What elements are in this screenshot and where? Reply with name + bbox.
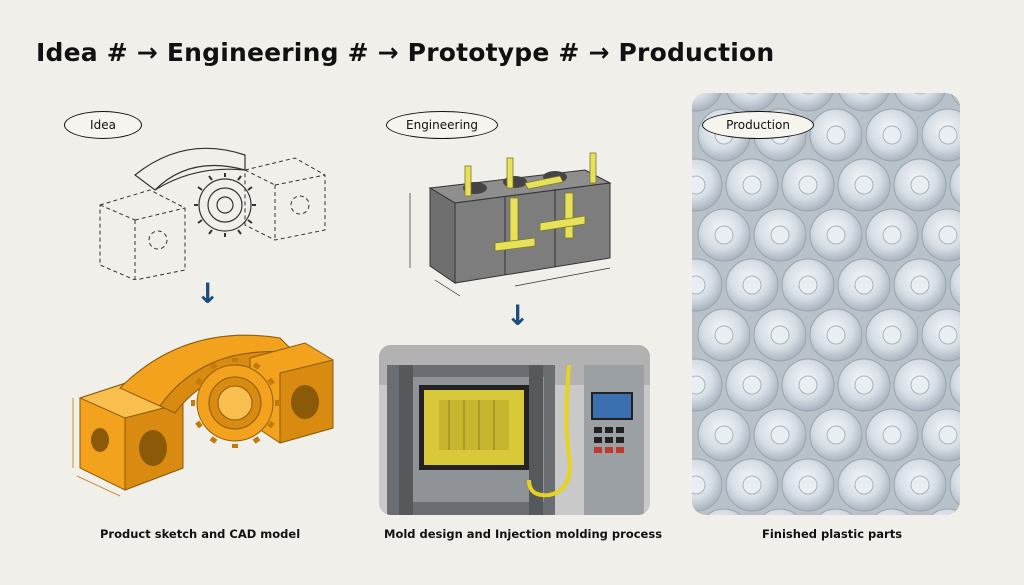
idea-label: Idea: [64, 111, 142, 139]
idea-sketch-drawing: [95, 130, 335, 280]
plastic-part-center: [714, 225, 734, 245]
engineering-caption: Mold design and Injection molding proces…: [384, 527, 663, 541]
plastic-part: [838, 93, 890, 112]
plastic-part: [692, 93, 722, 112]
plastic-part-center: [714, 325, 734, 345]
production-caption: Finished plastic parts: [762, 527, 903, 541]
plastic-part-center: [798, 475, 818, 495]
plastic-part-center: [826, 425, 846, 445]
production-label-text: Production: [726, 118, 790, 132]
page-title: Idea # → Engineering # → Prototype # → P…: [36, 38, 775, 67]
finished-plastic-parts-photo: [692, 93, 960, 515]
plastic-part-center: [826, 225, 846, 245]
idea-down-arrow: ↓: [196, 277, 220, 310]
plastic-part-center: [798, 175, 818, 195]
plastic-part: [818, 508, 854, 515]
plastic-part-center: [854, 475, 874, 495]
plastic-part: [949, 363, 960, 407]
plastic-part-center: [938, 225, 958, 245]
plastic-part: [874, 508, 910, 515]
production-label: Production: [702, 111, 814, 139]
plastic-part-center: [802, 93, 814, 95]
plastic-part-center: [938, 425, 958, 445]
idea-label-text: Idea: [90, 118, 116, 132]
engineering-label-text: Engineering: [406, 118, 478, 132]
plastic-part-center: [798, 275, 818, 295]
plastic-part-center: [854, 175, 874, 195]
plastic-part-center: [910, 375, 930, 395]
plastic-part-center: [826, 325, 846, 345]
plastic-part-center: [914, 93, 926, 95]
plastic-part: [762, 508, 798, 515]
plastic-part: [782, 93, 834, 112]
plastic-part-center: [742, 175, 762, 195]
plastic-part: [692, 158, 723, 212]
plastic-part-center: [882, 225, 902, 245]
plastic-part-center: [910, 175, 930, 195]
plastic-part-center: [692, 175, 706, 195]
plastic-part: [949, 263, 960, 307]
plastic-part-center: [692, 275, 706, 295]
engineering-label: Engineering: [386, 111, 498, 139]
plastic-part-center: [692, 375, 706, 395]
plastic-part-center: [742, 475, 762, 495]
plastic-part-center: [858, 93, 870, 95]
plastic-part-center: [742, 375, 762, 395]
idea-caption: Product sketch and CAD model: [100, 527, 301, 541]
plastic-part: [692, 358, 723, 412]
plastic-part: [692, 458, 723, 512]
plastic-part-center: [692, 475, 706, 495]
plastic-part-center: [714, 425, 734, 445]
plastic-part-center: [742, 275, 762, 295]
plastic-part-center: [938, 125, 958, 145]
plastic-part: [949, 463, 960, 507]
idea-cad-model: [65, 318, 340, 498]
plastic-part-center: [882, 425, 902, 445]
plastic-part: [894, 93, 946, 112]
plastic-part-center: [910, 275, 930, 295]
plastic-part-center: [938, 325, 958, 345]
plastic-part-center: [798, 375, 818, 395]
plastic-part: [692, 258, 723, 312]
plastic-part-center: [854, 375, 874, 395]
injection-molding-machine-photo: [379, 345, 650, 515]
plastic-part-center: [770, 425, 790, 445]
plastic-part-center: [746, 93, 758, 95]
engineering-mold-drawing: [395, 148, 625, 298]
plastic-part-center: [854, 275, 874, 295]
plastic-part-center: [882, 325, 902, 345]
engineering-down-arrow: ↓: [506, 299, 530, 332]
plastic-part-center: [882, 125, 902, 145]
plastic-part: [949, 163, 960, 207]
plastic-part-center: [826, 125, 846, 145]
plastic-part-center: [770, 325, 790, 345]
plastic-part-center: [770, 225, 790, 245]
plastic-part: [706, 508, 742, 515]
plastic-part-center: [910, 475, 930, 495]
